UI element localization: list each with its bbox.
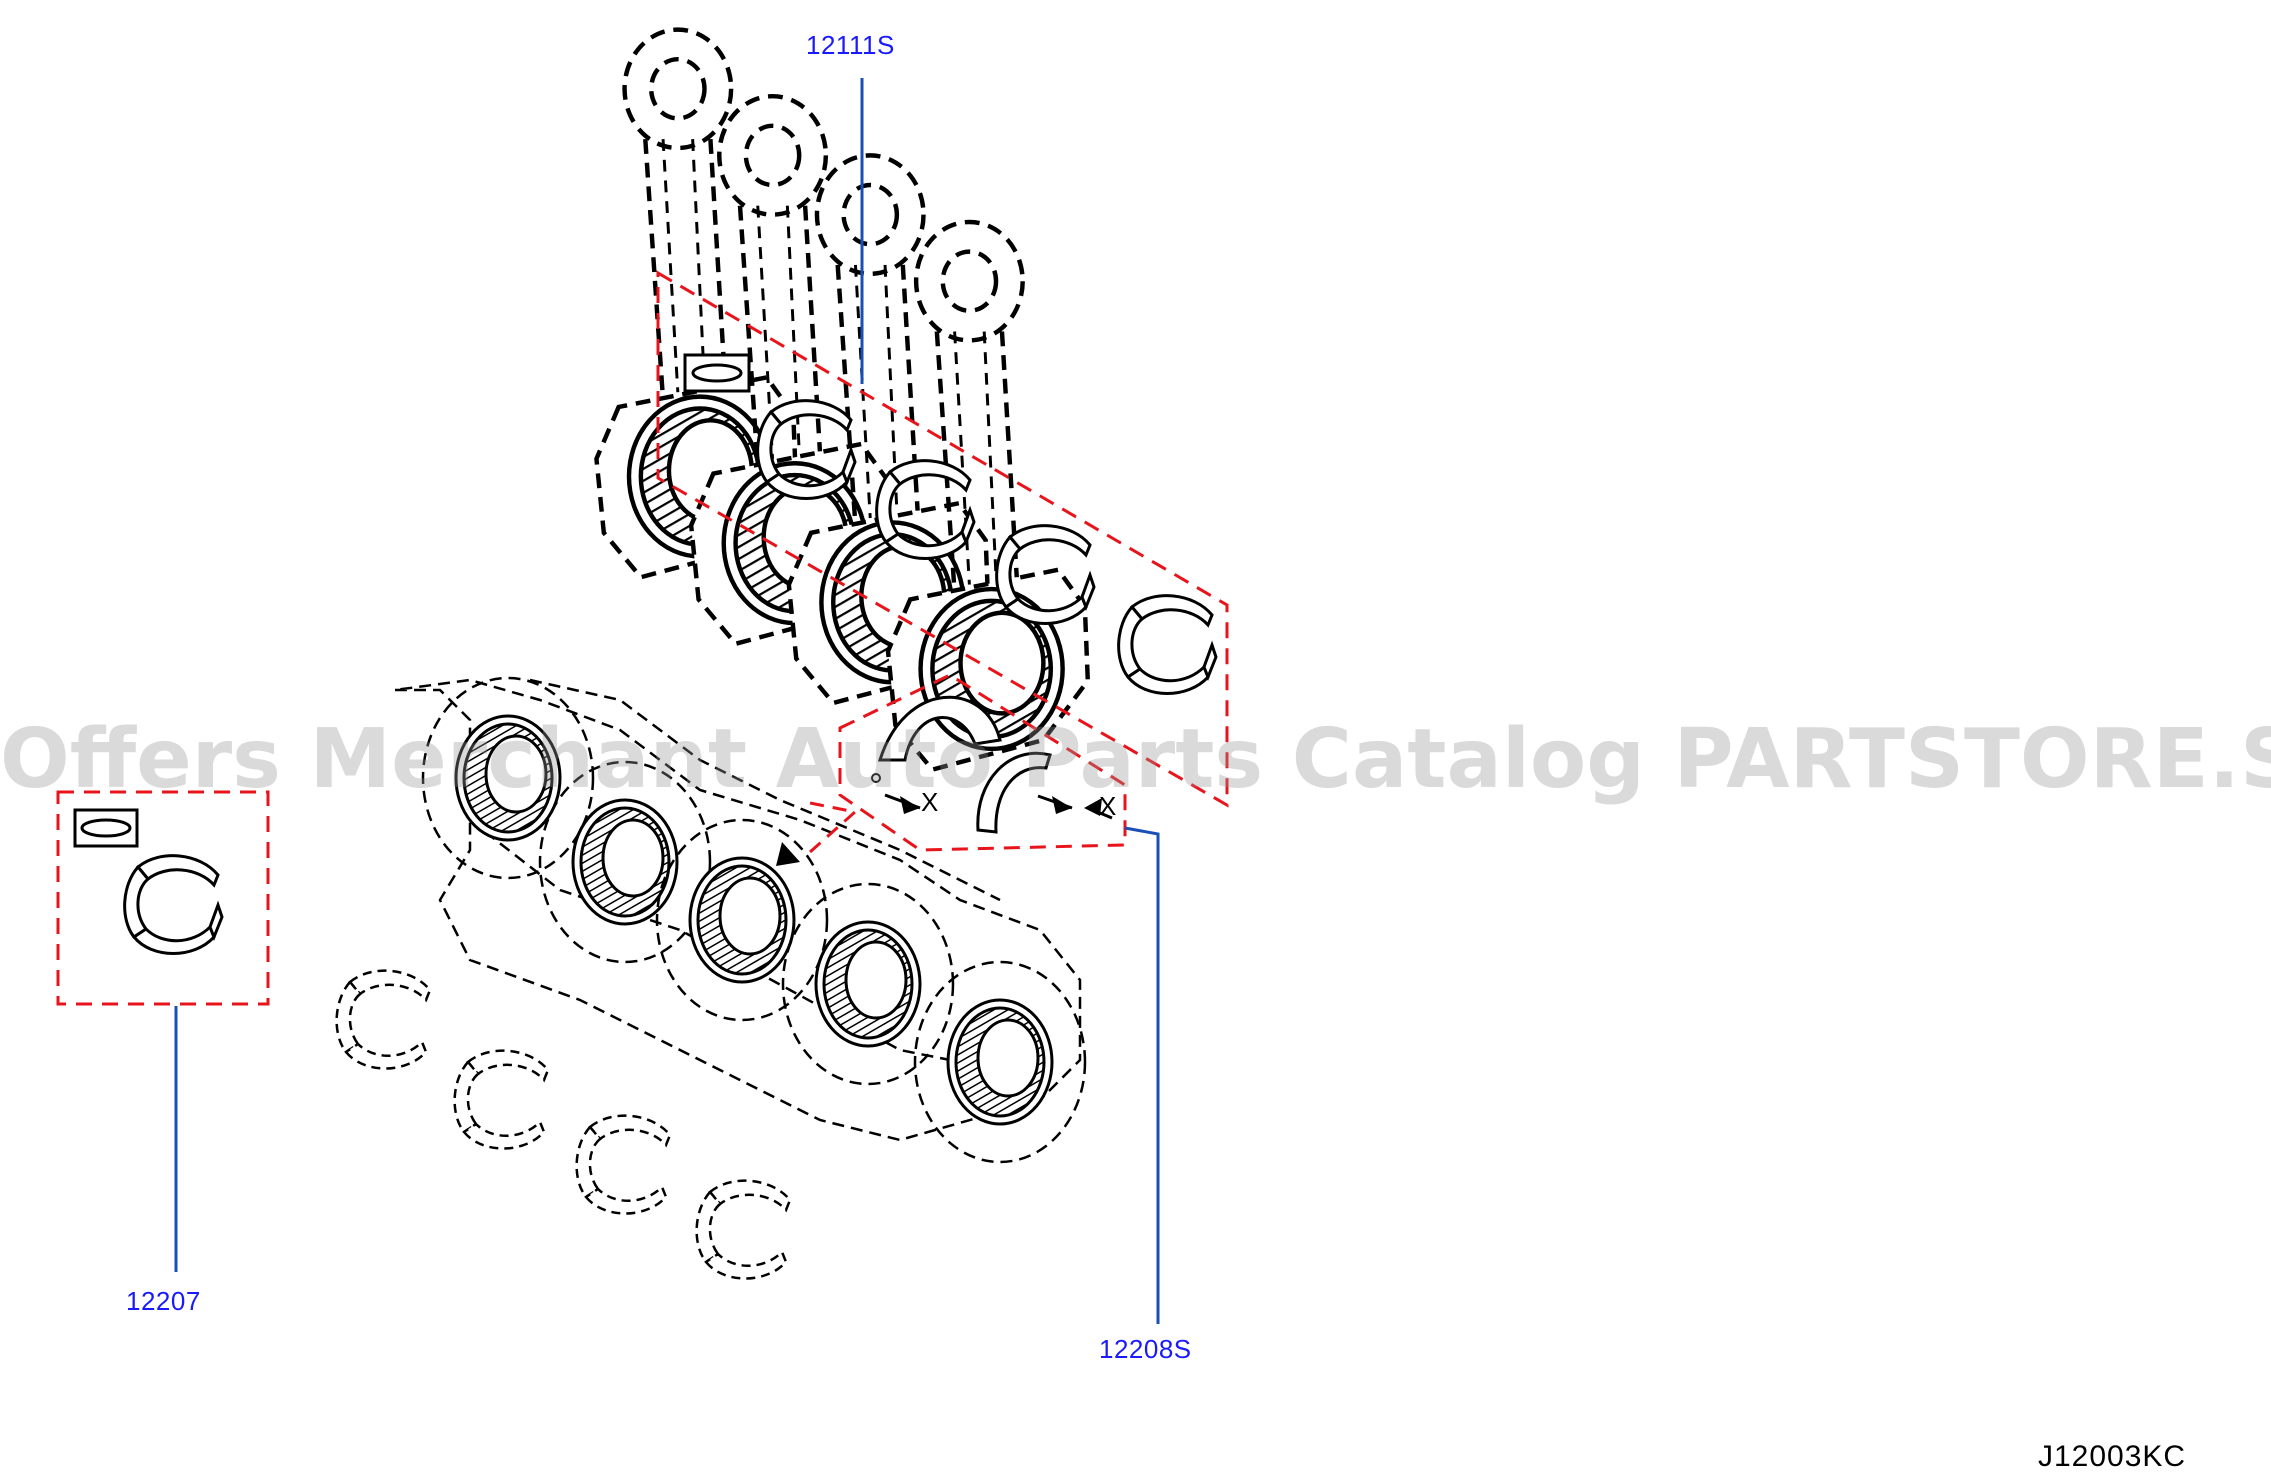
thrust-washer-group[interactable]: X X: [804, 673, 1127, 854]
dimension-mark: X: [1099, 791, 1116, 821]
crank-journal: [913, 960, 1087, 1164]
lower-main-bearing-shells: [335, 969, 792, 1280]
crank-journal: [538, 760, 712, 964]
dimension-mark: X: [921, 787, 938, 817]
conrod-bearing-shell: [1117, 594, 1218, 695]
main-bearing-shell: [123, 854, 224, 955]
thrust-washer: [871, 695, 1002, 783]
crank-journal: [655, 818, 829, 1022]
callout-12208S[interactable]: 12208S: [1099, 1334, 1192, 1364]
kit-symbol-icon: [73, 808, 139, 848]
thrust-washer: [976, 751, 1052, 834]
main-bearing-group[interactable]: [56, 790, 270, 1006]
connecting-rods-group: [596, 30, 1087, 770]
leader-lines: [174, 78, 1160, 1324]
crankshaft-group: [394, 676, 1087, 1164]
kit-symbol-icon: [683, 353, 751, 393]
callout-12111S[interactable]: 12111S: [806, 30, 895, 60]
connecting-rod: [888, 222, 1088, 770]
conrod-bearing-group[interactable]: [656, 270, 1229, 808]
diagram-code: J12003KC: [2038, 1440, 2187, 1473]
callout-12207[interactable]: 12207: [126, 1286, 201, 1316]
leader-line-12208S: [1124, 826, 1160, 1324]
